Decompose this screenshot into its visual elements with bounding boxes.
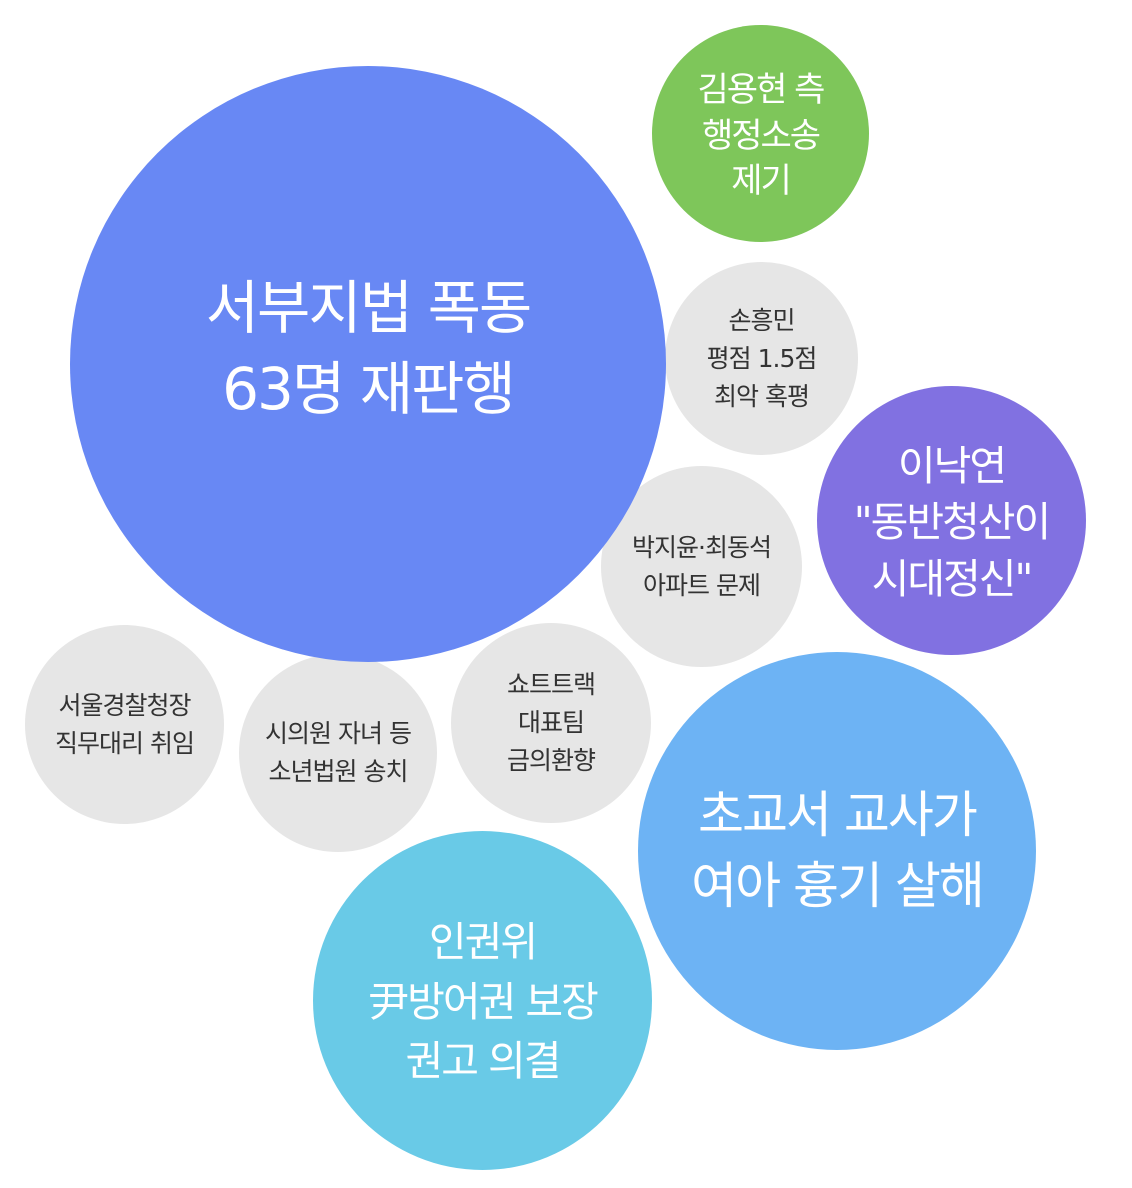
bubble-label: 시의원 자녀 등 소년법원 송치 [265, 719, 412, 786]
bubble-label: 초교서 교사가 여아 흉기 살해 [691, 786, 985, 915]
bubble-label: 손흥민 평점 1.5점 최악 혹평 [706, 305, 818, 411]
bubble-label: 인권위 尹방어권 보장 권고 의결 [368, 918, 599, 1086]
bubble-label: 이낙연 "동반청산이 시대정신" [853, 441, 1051, 603]
bubble-short-track-team: 쇼트트랙 대표팀 금의환향 [451, 623, 651, 823]
bubble-teacher-incident: 초교서 교사가 여아 흉기 살해 [638, 652, 1036, 1050]
bubble-son-heungmin-rating: 손흥민 평점 1.5점 최악 혹평 [665, 262, 858, 455]
bubble-label: 쇼트트랙 대표팀 금의환향 [506, 670, 596, 775]
bubble-label: 김용현 측 행정소송 제기 [697, 69, 826, 202]
bubble-western-court-riot: 서부지법 폭동 63명 재판행 [70, 66, 666, 662]
bubble-label: 서부지법 폭동 63명 재판행 [205, 273, 533, 423]
bubble-kim-yonghyun-lawsuit: 김용현 측 행정소송 제기 [652, 25, 869, 242]
bubble-park-choi-apartment: 박지윤·최동석 아파트 문제 [601, 466, 802, 667]
bubble-lee-nakyon-quote: 이낙연 "동반청산이 시대정신" [817, 386, 1086, 655]
bubble-city-council-children: 시의원 자녀 등 소년법원 송치 [239, 654, 437, 852]
bubble-seoul-police-chief: 서울경찰청장 직무대리 취임 [25, 625, 224, 824]
bubble-human-rights-commission: 인권위 尹방어권 보장 권고 의결 [313, 831, 652, 1170]
bubble-label: 서울경찰청장 직무대리 취임 [55, 690, 195, 758]
bubble-label: 박지윤·최동석 아파트 문제 [632, 532, 772, 600]
